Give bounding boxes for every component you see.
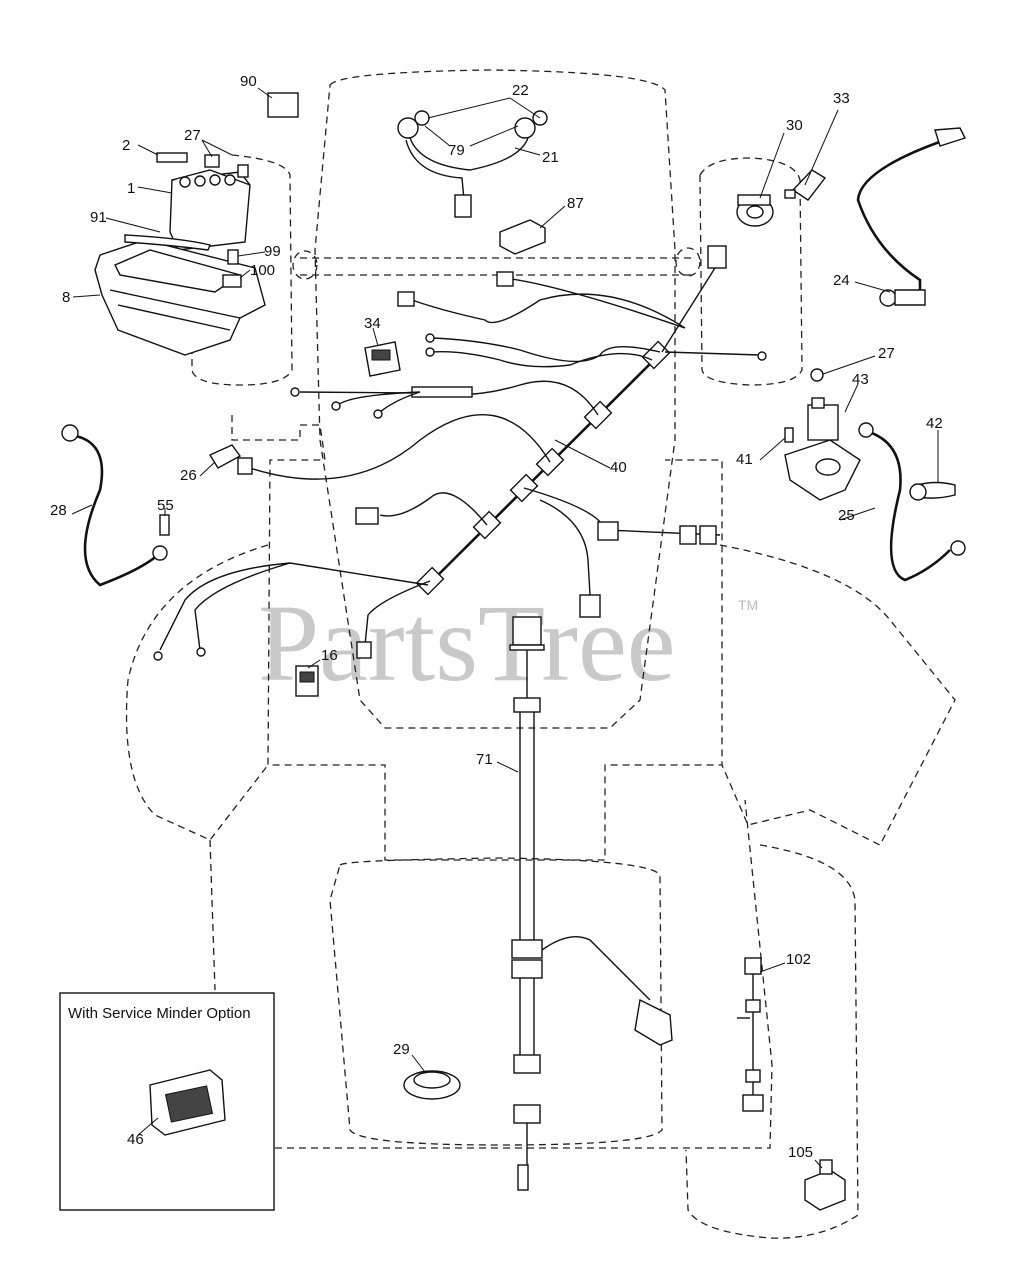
headlight-harness	[397, 110, 548, 218]
switch-34	[364, 341, 401, 377]
callouts: 90 22 2 27 79 21 33 30 1 87 91 99 100 8 …	[50, 73, 943, 1161]
part-29	[403, 1070, 461, 1100]
part-16	[295, 665, 319, 697]
callout-79: 79	[448, 142, 465, 159]
main-harness	[153, 245, 767, 661]
callout-87: 87	[567, 195, 584, 212]
callout-25: 25	[838, 507, 855, 524]
callout-21: 21	[542, 149, 559, 166]
bolt-99	[227, 249, 239, 265]
callout-46: 46	[127, 1131, 144, 1148]
callout-40: 40	[610, 459, 627, 476]
callout-100: 100	[250, 262, 275, 279]
callout-26: 26	[180, 467, 197, 484]
part-90	[267, 92, 299, 118]
callout-41: 41	[736, 451, 753, 468]
bolt-2	[156, 152, 188, 163]
callout-90: 90	[240, 73, 257, 90]
callout-28: 28	[50, 502, 67, 519]
callout-42: 42	[926, 415, 943, 432]
part-87	[499, 219, 546, 255]
callout-22: 22	[512, 82, 529, 99]
service-minder-inset: With Service Minder Option	[59, 992, 275, 1211]
callout-34: 34	[364, 315, 381, 332]
bolt-41	[784, 427, 794, 443]
callout-24: 24	[833, 272, 850, 289]
terminal-cover-42	[909, 481, 956, 501]
callout-102: 102	[786, 951, 811, 968]
callout-99: 99	[264, 243, 281, 260]
ignition-switch	[736, 194, 774, 227]
bolt-55	[159, 514, 170, 536]
washer-27	[810, 368, 824, 382]
cable-71	[509, 616, 673, 1191]
leader-lines	[71, 87, 939, 1169]
callout-43: 43	[852, 371, 869, 388]
cable-28	[61, 424, 168, 587]
callout-55: 55	[157, 497, 174, 514]
callout-1: 1	[127, 180, 135, 197]
callout-71: 71	[476, 751, 493, 768]
watermark-tm: TM	[738, 597, 758, 613]
watermark-text: PartsTree	[258, 582, 676, 704]
callout-27-right: 27	[878, 345, 895, 362]
cable-25	[858, 422, 966, 582]
callout-27-top: 27	[184, 127, 201, 144]
battery-tray	[94, 234, 266, 356]
battery	[169, 154, 251, 251]
inset-title: With Service Minder Option	[68, 1005, 251, 1022]
ignition-key	[784, 169, 827, 201]
solenoid	[784, 397, 861, 501]
harness-102	[737, 957, 764, 1112]
callout-16: 16	[321, 647, 338, 664]
callout-8: 8	[62, 289, 70, 306]
cable-24	[856, 127, 966, 307]
callout-2: 2	[122, 137, 130, 154]
callout-91: 91	[90, 209, 107, 226]
callout-105: 105	[788, 1144, 813, 1161]
part-105	[804, 1159, 846, 1211]
part-26	[208, 444, 242, 469]
tractor-outline	[125, 69, 956, 1239]
callout-29: 29	[393, 1041, 410, 1058]
nut-100	[222, 274, 242, 288]
callout-33: 33	[833, 90, 850, 107]
callout-30: 30	[786, 117, 803, 134]
